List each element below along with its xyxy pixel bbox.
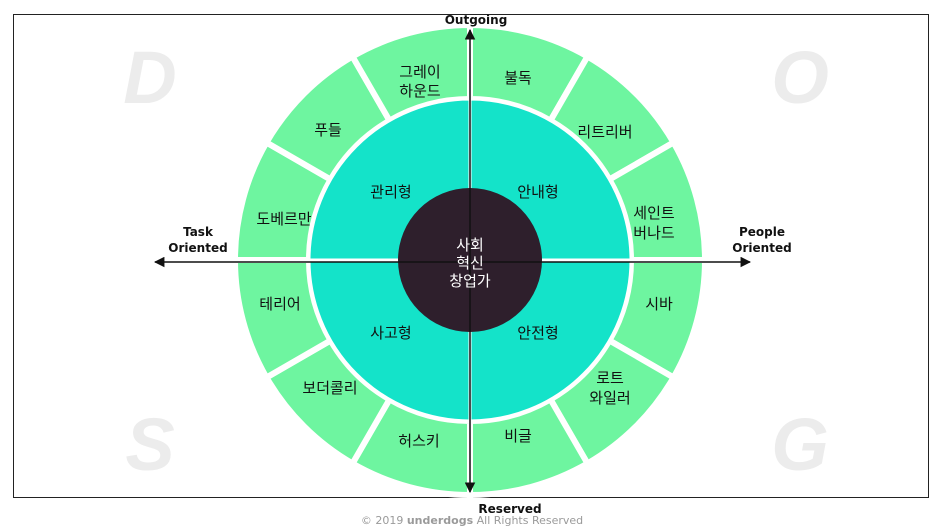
breed-label-rottweiler-1: 로트	[596, 369, 624, 387]
corner-letter-s: S	[125, 403, 174, 486]
breed-label-saint-bernard-2: 버나드	[633, 224, 675, 242]
copyright-prefix: © 2019	[360, 514, 404, 527]
breed-label-terrier: 테리어	[259, 295, 300, 313]
quadrant-label-guide: 안내형	[517, 183, 558, 201]
copyright-suffix: All Rights Reserved	[476, 514, 584, 527]
copyright-brand: underdogs	[406, 514, 474, 527]
axis-label-bottom: Reserved	[478, 502, 541, 516]
copyright-footer: © 2019 underdogs All Rights Reserved	[0, 514, 944, 527]
breed-label-shiba: 시바	[645, 295, 673, 313]
breed-label-retriever: 리트리버	[577, 123, 632, 141]
quadrant-label-thinker: 사고형	[370, 324, 411, 342]
axis-label-right-2: Oriented	[732, 241, 791, 255]
breed-label-bulldog: 불독	[504, 69, 532, 87]
center-label-3: 창업가	[449, 272, 491, 290]
quadrant-label-safety: 안전형	[517, 324, 558, 342]
quadrant-label-management: 관리형	[370, 183, 411, 201]
center-label-1: 사회	[456, 236, 484, 254]
axis-label-left-2: Oriented	[168, 241, 227, 255]
breed-label-doberman: 도베르만	[256, 210, 311, 228]
axis-label-right-1: People	[739, 225, 785, 239]
breed-label-beagle: 비글	[504, 427, 532, 445]
breed-label-border-collie: 보더콜리	[302, 379, 357, 397]
breed-label-greyhound-1: 그레이	[399, 63, 440, 81]
axis-label-left-1: Task	[183, 225, 214, 239]
breed-label-greyhound-2: 하운드	[399, 82, 441, 100]
corner-letter-g: G	[771, 403, 829, 486]
corner-letter-d: D	[123, 36, 176, 119]
breed-label-saint-bernard-1: 세인트	[633, 204, 675, 222]
breed-label-husky: 허스키	[398, 432, 439, 450]
breed-label-poodle: 푸들	[314, 121, 342, 139]
inner-ring	[307, 97, 633, 423]
axis-label-top: Outgoing	[445, 13, 508, 27]
center-label-2: 혁신	[456, 254, 484, 272]
breed-label-rottweiler-2: 와일러	[589, 389, 630, 407]
corner-letter-o: O	[771, 36, 829, 119]
